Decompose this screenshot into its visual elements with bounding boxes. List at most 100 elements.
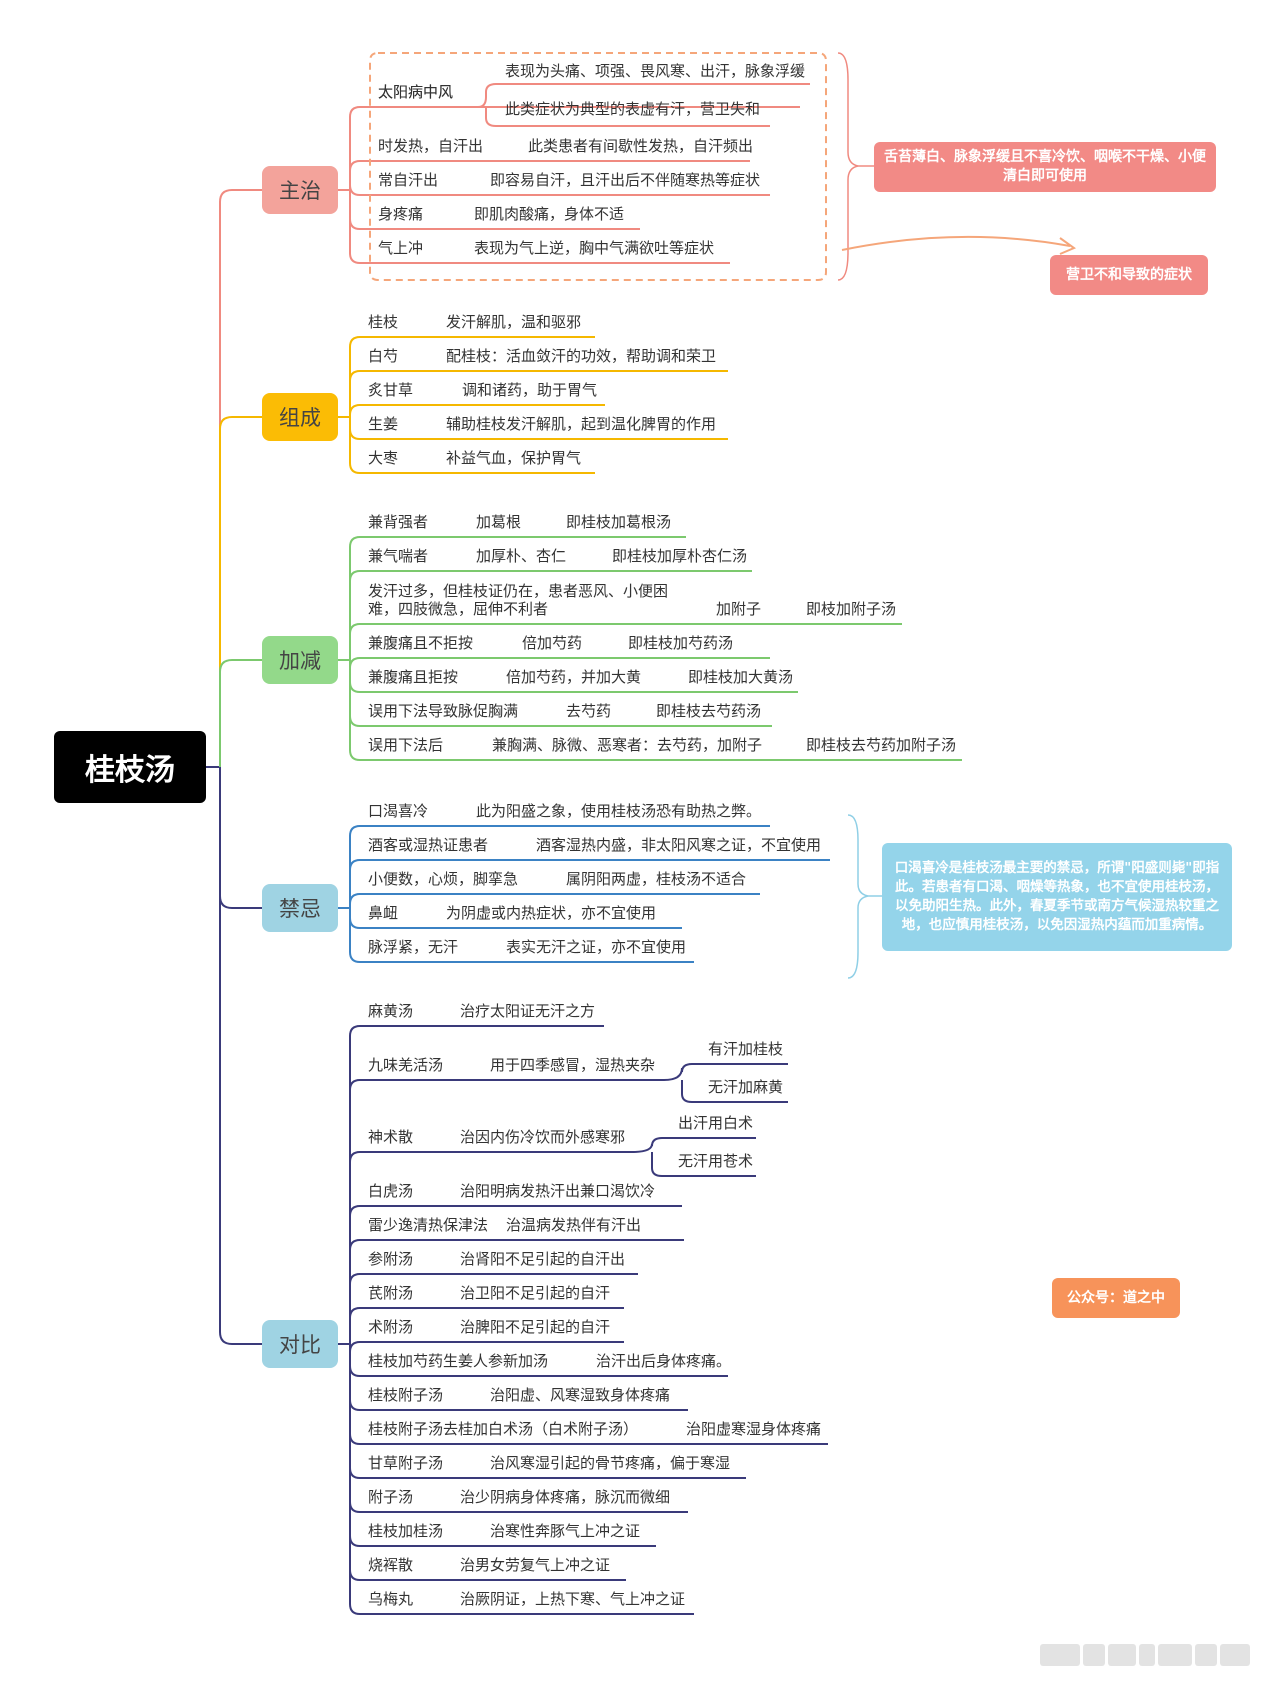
item-detail-0-2-0: 即容易自汗，且汗出后不伴随寒热等症状 — [490, 171, 761, 189]
item-detail-4-7-0: 治脾阳不足引起的自汗 — [460, 1318, 611, 1336]
item-detail-3-1-0: 酒客湿热内盛，非太阳风寒之证，不宜使用 — [536, 836, 822, 854]
item-detail-3-3-0: 为阴虚或内热症状，亦不宜使用 — [446, 904, 657, 922]
item-label-4-10: 桂枝附子汤去桂加白术汤（白术附子汤） — [368, 1420, 639, 1438]
item-detail-4-13-0: 治寒性奔豚气上冲之证 — [490, 1522, 641, 1540]
item-detail-0-0-1: 此类症状为典型的表虚有汗，营卫失和 — [505, 100, 761, 118]
item-label-4-14: 烧裈散 — [368, 1556, 414, 1574]
item-label-0-1: 时发热，自汗出 — [378, 137, 484, 155]
item-detail-1-2-0: 调和诸药，助于胃气 — [462, 381, 598, 399]
leaf-4-2-1: 无汗用苍术 — [678, 1152, 754, 1170]
item-label-4-12: 附子汤 — [368, 1488, 414, 1506]
item-detail-1-0-0: 发汗解肌，温和驱邪 — [446, 313, 582, 331]
jiji-summary-note: 口渴喜冷是桂枝汤最主要的禁忌，所谓"阳盛则毙"即指此。若患者有口渴、咽燥等热象，… — [882, 843, 1232, 951]
item-label-4-8: 桂枝加芍药生姜人参新加汤 — [368, 1352, 549, 1370]
item-label-0-4: 气上冲 — [378, 239, 424, 257]
item-label-4-11: 甘草附子汤 — [368, 1454, 444, 1472]
item-detail-2-0-0: 加葛根 — [476, 513, 522, 531]
zhuzhi-summary-note: 舌苔薄白、脉象浮缓且不喜冷饮、咽喉不干燥、小便清白即可使用 — [874, 142, 1216, 192]
footer-badge: 公众号：道之中 — [1052, 1278, 1180, 1318]
item-detail-4-0-0: 治疗太阳证无汗之方 — [460, 1002, 596, 1020]
item-label-4-13: 桂枝加桂汤 — [368, 1522, 444, 1540]
item-label-4-9: 桂枝附子汤 — [368, 1386, 444, 1404]
item-label-4-1: 九味羌活汤 — [368, 1056, 444, 1074]
branch-zhuzhi[interactable]: 主治 — [262, 166, 338, 214]
item-detail-2-4-0: 倍加芍药，并加大黄 — [506, 668, 642, 686]
item-detail-4-8-0: 治汗出后身体疼痛。 — [596, 1352, 732, 1370]
item-detail-2-1-0: 加厚朴、杏仁 — [476, 547, 567, 565]
item-detail-1-4-0: 补益气血，保护胃气 — [446, 449, 582, 467]
item-detail-4-9-0: 治阳虚、风寒湿致身体疼痛 — [490, 1386, 671, 1404]
item-detail-4-15-0: 治厥阴证，上热下寒、气上冲之证 — [460, 1590, 686, 1608]
item-detail-4-10-0: 治阳虚寒湿身体疼痛 — [686, 1420, 822, 1438]
item-label-4-0: 麻黄汤 — [368, 1002, 414, 1020]
watermark — [1040, 1640, 1262, 1670]
yingwei-note: 营卫不和导致的症状 — [1050, 255, 1208, 295]
item-detail-2-4-1: 即桂枝加大黄汤 — [688, 668, 794, 686]
item-label-2-4: 兼腹痛且拒按 — [368, 668, 459, 686]
root-node[interactable]: 桂枝汤 — [54, 731, 206, 803]
item-label-1-4: 大枣 — [368, 449, 399, 467]
item-label-2-0: 兼背强者 — [368, 513, 429, 531]
branch-jiajian[interactable]: 加减 — [262, 636, 338, 684]
item-label-3-2: 小便数，心烦，脚挛急 — [368, 870, 519, 888]
item-detail-2-6-0: 兼胸满、脉微、恶寒者：去芍药，加附子 — [492, 736, 763, 754]
item-label-4-4: 雷少逸清热保津法 — [368, 1216, 489, 1234]
item-detail-2-2-0: 加附子 — [716, 600, 762, 618]
item-label-0-2: 常自汗出 — [378, 171, 439, 189]
item-label-0-3: 身疼痛 — [378, 205, 424, 223]
item-detail-2-6-1: 即桂枝去芍药加附子汤 — [806, 736, 957, 754]
item-label-4-2: 神术散 — [368, 1128, 414, 1146]
item-detail-4-12-0: 治少阴病身体疼痛，脉沉而微细 — [460, 1488, 671, 1506]
item-detail-4-11-0: 治风寒湿引起的骨节疼痛，偏于寒湿 — [490, 1454, 731, 1472]
leaf-4-2-0: 出汗用白术 — [678, 1114, 754, 1132]
item-detail-2-2-1: 即枝加附子汤 — [806, 600, 897, 618]
item-detail-3-2-0: 属阴阳两虚，桂枝汤不适合 — [566, 870, 747, 888]
item-detail-3-4-0: 表实无汗之证，亦不宜使用 — [506, 938, 687, 956]
item-detail-0-3-0: 即肌肉酸痛，身体不适 — [474, 205, 625, 223]
item-label-3-3: 鼻衄 — [368, 904, 399, 922]
branch-zucheng[interactable]: 组成 — [262, 393, 338, 441]
item-detail-2-1-1: 即桂枝加厚朴杏仁汤 — [612, 547, 748, 565]
leaf-4-1-0: 有汗加桂枝 — [708, 1040, 784, 1058]
item-label-4-15: 乌梅丸 — [368, 1590, 414, 1608]
item-detail-1-3-0: 辅助桂枝发汗解肌，起到温化脾胃的作用 — [446, 415, 717, 433]
item-detail-0-0-0: 表现为头痛、项强、畏风寒、出汗，脉象浮缓 — [505, 62, 806, 80]
branch-jiji[interactable]: 禁忌 — [262, 884, 338, 932]
item-label-1-1: 白芍 — [368, 347, 399, 365]
item-detail-4-5-0: 治肾阳不足引起的自汗出 — [460, 1250, 626, 1268]
item-label-2-2-line2: 难，四肢微急，屈伸不利者 — [368, 600, 549, 618]
item-label-2-3: 兼腹痛且不拒按 — [368, 634, 474, 652]
item-detail-2-3-0: 倍加芍药 — [522, 634, 583, 652]
item-label-4-7: 术附汤 — [368, 1318, 414, 1336]
item-detail-4-2-0: 治因内伤冷饮而外感寒邪 — [460, 1128, 626, 1146]
item-label-3-0: 口渴喜冷 — [368, 802, 429, 820]
item-label-1-0: 桂枝 — [368, 313, 399, 331]
item-label-2-1: 兼气喘者 — [368, 547, 429, 565]
item-detail-2-5-0: 去芍药 — [566, 702, 612, 720]
item-label-2-6: 误用下法后 — [368, 736, 444, 754]
item-detail-4-3-0: 治阳明病发热汗出兼口渴饮冷 — [460, 1182, 656, 1200]
item-detail-4-1-0: 用于四季感冒，湿热夹杂 — [490, 1056, 656, 1074]
item-label-3-4: 脉浮紧，无汗 — [368, 938, 459, 956]
item-label-4-3: 白虎汤 — [368, 1182, 414, 1200]
item-detail-3-0-0: 此为阳盛之象，使用桂枝汤恐有助热之弊。 — [476, 802, 762, 820]
item-label-1-3: 生姜 — [368, 415, 399, 433]
branch-duibi[interactable]: 对比 — [262, 1320, 338, 1368]
item-detail-2-5-1: 即桂枝去芍药汤 — [656, 702, 762, 720]
item-label-4-6: 芪附汤 — [368, 1284, 414, 1302]
item-label-0-0: 太阳病中风 — [378, 83, 454, 101]
item-detail-4-4-0: 治温病发热伴有汗出 — [506, 1216, 642, 1234]
item-label-4-5: 参附汤 — [368, 1250, 414, 1268]
item-detail-0-4-0: 表现为气上逆，胸中气满欲吐等症状 — [474, 239, 715, 257]
item-detail-4-14-0: 治男女劳复气上冲之证 — [460, 1556, 611, 1574]
item-detail-1-1-0: 配桂枝：活血敛汗的功效，帮助调和荣卫 — [446, 347, 717, 365]
item-detail-2-3-1: 即桂枝加芍药汤 — [628, 634, 734, 652]
item-detail-2-0-1: 即桂枝加葛根汤 — [566, 513, 672, 531]
leaf-4-1-1: 无汗加麻黄 — [708, 1078, 784, 1096]
item-label-2-5: 误用下法导致脉促胸满 — [368, 702, 519, 720]
item-detail-0-1-0: 此类患者有间歇性发热，自汗频出 — [528, 137, 754, 155]
item-detail-4-6-0: 治卫阳不足引起的自汗 — [460, 1284, 611, 1302]
item-label-3-1: 酒客或湿热证患者 — [368, 836, 489, 854]
